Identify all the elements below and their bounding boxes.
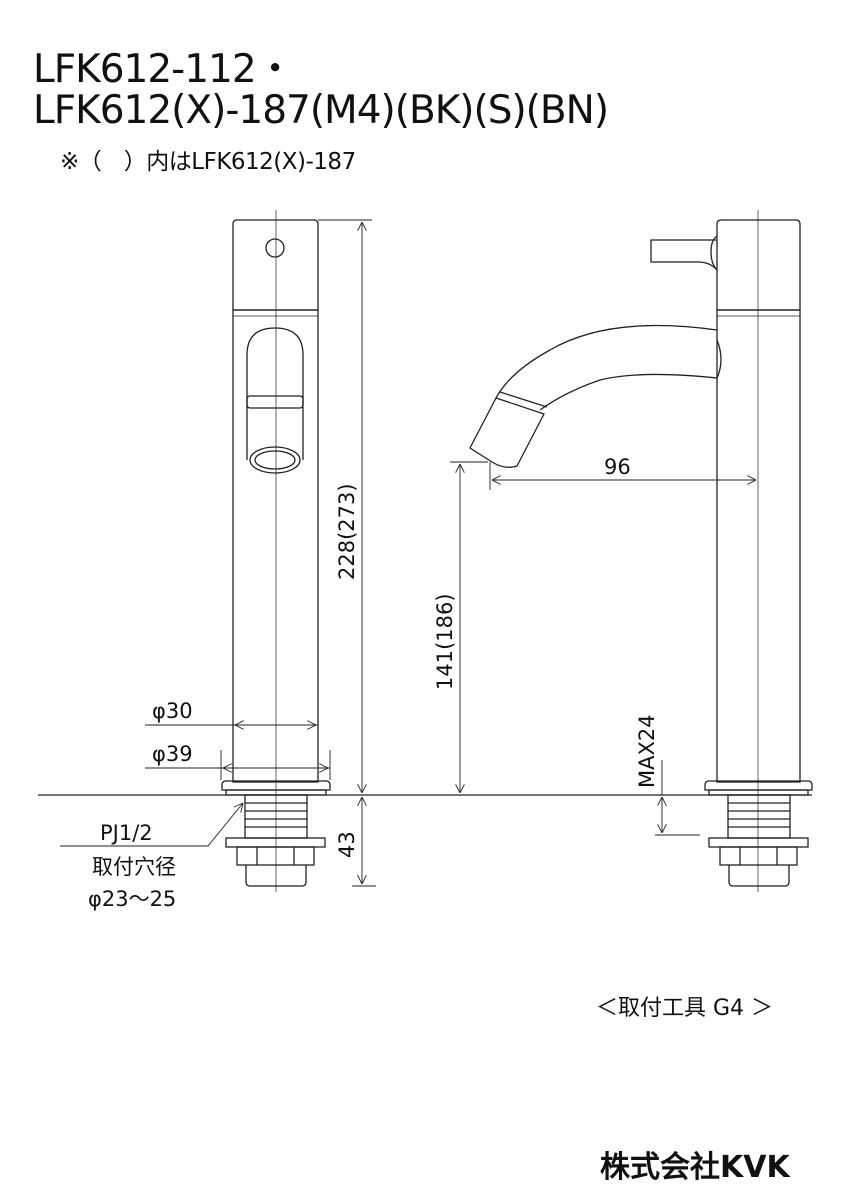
thread-leader — [60, 803, 243, 847]
thread-shank — [708, 794, 809, 887]
faucet-cap — [716, 219, 801, 310]
flange — [221, 780, 331, 791]
max-label: MAX24 — [635, 714, 659, 788]
height-label: 228(273) — [335, 483, 359, 580]
flange-diameter-label: φ39 — [152, 742, 193, 766]
tool-note: ＜取付工具 G4 ＞ — [596, 996, 774, 1021]
model-title-line1: LFK612-112・ — [33, 47, 295, 92]
spout-height-label: 141(186) — [433, 593, 457, 690]
indicator-hole — [265, 238, 285, 258]
front-view — [221, 210, 331, 892]
faucet-body — [716, 309, 801, 783]
thread-shank — [225, 794, 326, 887]
flange — [704, 780, 813, 791]
hole-label: 取付穴径 — [92, 855, 176, 879]
lever-slot — [246, 327, 304, 460]
lever-handle — [650, 239, 718, 271]
model-title-line2: LFK612(X)-187(M4)(BK)(S)(BN) — [33, 88, 609, 133]
below-counter-label: 43 — [335, 831, 359, 858]
reach-label: 96 — [604, 455, 631, 479]
spout-nozzle — [469, 397, 545, 468]
hole-diameter-label: φ23〜25 — [88, 887, 176, 911]
brand-logo: 株式会社KVK — [600, 1150, 790, 1185]
spout — [495, 324, 718, 411]
faucet-cap — [232, 219, 319, 310]
body-diameter-label: φ30 — [152, 699, 193, 723]
thread-label: PJ1/2 — [100, 821, 153, 845]
model-note: ※（ ）内はLFK612(X)-187 — [60, 149, 356, 175]
faucet-body — [232, 309, 319, 783]
side-view — [469, 210, 813, 892]
side-dimensions — [450, 461, 756, 836]
front-dimensions — [60, 219, 376, 887]
